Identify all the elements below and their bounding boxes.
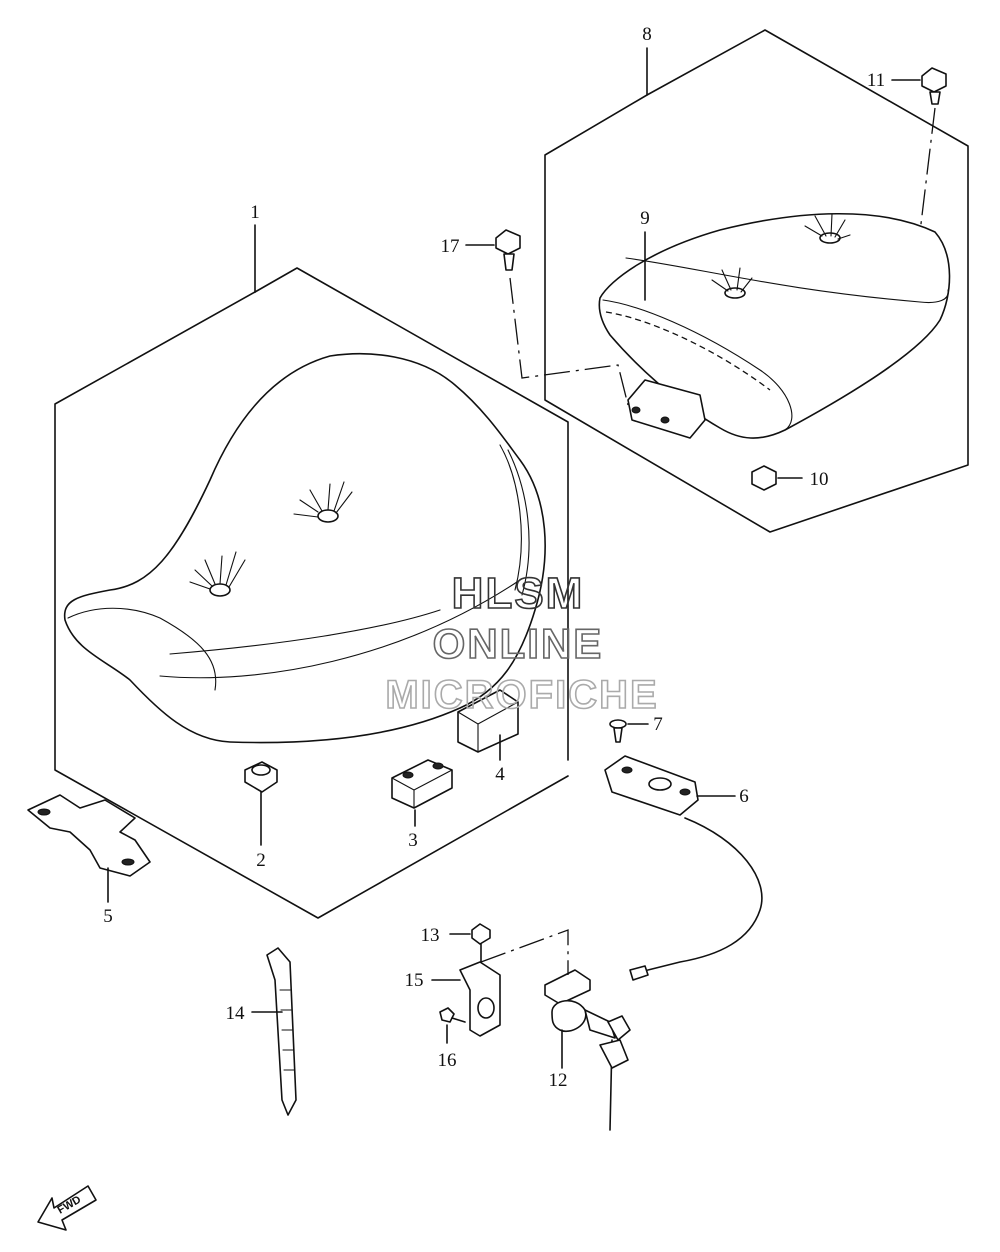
part-7-screw[interactable] <box>609 719 649 743</box>
callout-15: 15 <box>405 970 424 991</box>
callout-2: 2 <box>256 850 266 871</box>
watermark-line-1: HLSM <box>452 569 585 618</box>
part-5-seat-bracket[interactable] <box>27 794 151 903</box>
callout-17: 17 <box>441 236 460 257</box>
fwd-arrow: FWD <box>37 1185 97 1231</box>
rear-seat-group-frame <box>544 29 969 533</box>
part-12-seat-lock[interactable] <box>544 969 631 1131</box>
front-seat-group-frame <box>54 224 569 919</box>
seat-tuft-rear <box>293 481 353 523</box>
callout-14: 14 <box>226 1003 246 1024</box>
part-6-seat-lock-cable[interactable] <box>604 755 763 981</box>
callout-6: 6 <box>739 786 749 807</box>
callout-1: 1 <box>250 202 260 223</box>
callout-12: 12 <box>549 1070 568 1091</box>
part-3-rubber-mount[interactable] <box>391 759 453 827</box>
rear-seat[interactable] <box>598 212 951 439</box>
part-14-cable-tie[interactable] <box>251 947 297 1116</box>
part-13-bolt[interactable] <box>449 923 491 963</box>
callout-4: 4 <box>495 764 505 785</box>
rear-seat-tuft-right <box>804 213 851 244</box>
part-16-screw[interactable] <box>439 1007 466 1044</box>
watermark-line-3: MICROFICHE <box>385 673 658 717</box>
part-10-nut[interactable] <box>751 465 803 491</box>
callout-16: 16 <box>438 1050 457 1071</box>
callout-11: 11 <box>867 70 885 91</box>
front-seat[interactable] <box>63 352 546 744</box>
callout-8: 8 <box>642 24 652 45</box>
callout-10: 10 <box>810 469 829 490</box>
part-11-bolt[interactable] <box>891 67 947 105</box>
part-2-nut[interactable] <box>244 761 278 846</box>
watermark: HLSM ONLINE MICROFICHE <box>385 568 658 718</box>
seat-tuft-front <box>189 551 246 597</box>
part-17-bolt[interactable] <box>465 229 521 271</box>
rear-seat-tuft-left <box>711 267 753 299</box>
leader-13-to-lock <box>480 929 569 975</box>
callout-13: 13 <box>421 925 440 946</box>
callout-labels: 1 2 3 4 5 6 7 8 9 10 11 12 13 14 15 16 1… <box>103 24 885 1091</box>
watermark-line-2: ONLINE <box>433 620 604 667</box>
leader-17-to-rear-seat <box>509 277 629 406</box>
part-15-lock-bracket[interactable] <box>431 961 501 1037</box>
part-4-cushion-block[interactable] <box>457 689 519 761</box>
callout-9: 9 <box>640 208 650 229</box>
leader-11-to-rear-seat <box>919 107 936 233</box>
callout-7: 7 <box>653 714 663 735</box>
callout-5: 5 <box>103 906 113 927</box>
callout-3: 3 <box>408 830 418 851</box>
